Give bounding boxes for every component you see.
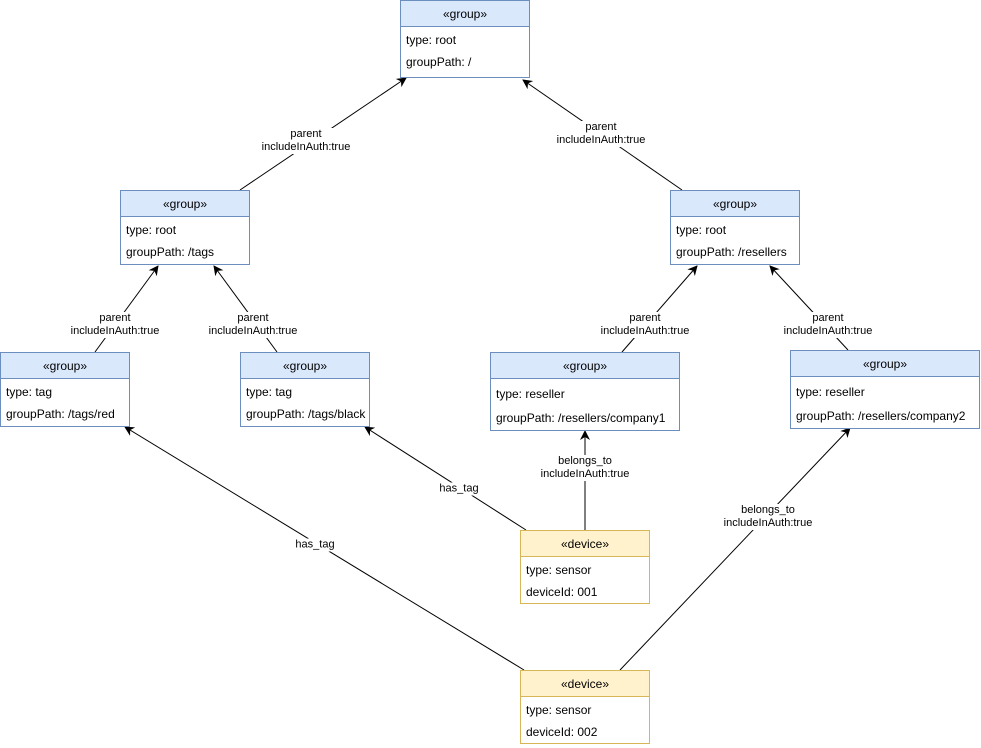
node-attr-type: type: sensor (526, 563, 592, 577)
edge-label-tags-root: parent includeInAuth:true (261, 128, 351, 154)
edge-label-line: parent (585, 121, 617, 133)
edge-red-tags[interactable] (94, 265, 159, 353)
group-node-tags-red[interactable]: «group» type: tag groupPath: /tags/red (0, 352, 130, 427)
edge-label-line: parent (812, 312, 844, 324)
edge-label-line: includeInAuth:true (723, 517, 813, 529)
group-node-root[interactable]: «group» type: root groupPath: / (400, 0, 530, 78)
node-attr-grouppath: groupPath: / (406, 55, 472, 69)
node-stereotype: «group» (791, 351, 979, 377)
node-attr-type: type: tag (6, 385, 53, 399)
edge-label-device1-company1: belongs_to includeInAuth:true (540, 455, 630, 481)
edge-label-line: includeInAuth:true (600, 325, 690, 337)
group-node-tags-black[interactable]: «group» type: tag groupPath: /tags/black (240, 352, 370, 427)
node-attr-type: type: root (406, 33, 457, 47)
edge-label-red-tags: parent includeInAuth:true (70, 312, 160, 338)
node-attr-type: type: reseller (496, 387, 565, 401)
node-stereotype: «group» (1, 353, 129, 379)
edge-black-tags[interactable] (213, 265, 278, 353)
edge-label-line: parent (290, 128, 322, 140)
node-attr-deviceid: deviceId: 001 (526, 585, 598, 599)
edge-label-line: parent (99, 312, 131, 324)
node-attr-grouppath: groupPath: /resellers/company1 (496, 411, 666, 425)
node-attr-grouppath: groupPath: /resellers (676, 245, 787, 259)
node-attr-type: type: root (126, 223, 177, 237)
edge-label-line: includeInAuth:true (783, 325, 873, 337)
node-stereotype: «group» (241, 353, 369, 379)
edge-label-device2-company2: belongs_to includeInAuth:true (723, 504, 813, 530)
node-stereotype: «device» (521, 531, 649, 557)
edge-label-company1-resellers: parent includeInAuth:true (600, 312, 690, 338)
group-node-resellers[interactable]: «group» type: root groupPath: /resellers (670, 190, 800, 265)
edge-label-line: belongs_to (558, 455, 612, 467)
node-stereotype: «group» (401, 1, 529, 27)
edge-label-line: has_tag (295, 538, 335, 551)
node-stereotype: «group» (121, 191, 249, 217)
edge-label-line: includeInAuth:true (70, 325, 160, 337)
device-node-001[interactable]: «device» type: sensor deviceId: 001 (520, 530, 650, 604)
node-attr-grouppath: groupPath: /tags (126, 245, 215, 259)
edge-label-line: includeInAuth:true (540, 468, 630, 480)
edge-label-line: includeInAuth:true (208, 325, 298, 337)
node-attr-grouppath: groupPath: /resellers/company2 (796, 409, 966, 423)
device-node-002[interactable]: «device» type: sensor deviceId: 002 (520, 670, 650, 744)
edge-label-resellers-root: parent includeInAuth:true (556, 121, 646, 147)
node-attr-type: type: root (676, 223, 727, 237)
edge-label-company2-resellers: parent includeInAuth:true (783, 312, 873, 338)
edge-label-line: includeInAuth:true (261, 141, 351, 153)
group-node-company1[interactable]: «group» type: reseller groupPath: /resel… (490, 352, 680, 431)
edge-label-line: includeInAuth:true (556, 134, 646, 146)
node-attr-grouppath: groupPath: /tags/red (6, 407, 115, 421)
group-node-tags[interactable]: «group» type: root groupPath: /tags (120, 190, 250, 265)
edge-device1-black[interactable] (364, 426, 527, 531)
node-attr-grouppath: groupPath: /tags/black (246, 407, 366, 421)
edge-label-device2-red: has_tag (295, 538, 335, 552)
node-attr-type: type: tag (246, 385, 293, 399)
node-attr-type: type: sensor (526, 703, 592, 717)
node-attr-type: type: reseller (796, 385, 865, 399)
node-stereotype: «group» (491, 353, 679, 379)
node-attr-deviceid: deviceId: 002 (526, 725, 598, 739)
edge-label-black-tags: parent includeInAuth:true (208, 312, 298, 338)
edge-label-line: parent (629, 312, 661, 324)
node-stereotype: «group» (671, 191, 799, 217)
group-node-company2[interactable]: «group» type: reseller groupPath: /resel… (790, 350, 980, 429)
edge-device2-company2[interactable] (619, 427, 851, 671)
edge-label-line: parent (237, 312, 269, 324)
node-stereotype: «device» (521, 671, 649, 697)
edge-company1-resellers[interactable] (621, 265, 698, 353)
edge-label-device1-black: has_tag (439, 482, 479, 496)
edge-label-line: has_tag (439, 482, 479, 495)
edge-label-line: belongs_to (741, 504, 795, 516)
